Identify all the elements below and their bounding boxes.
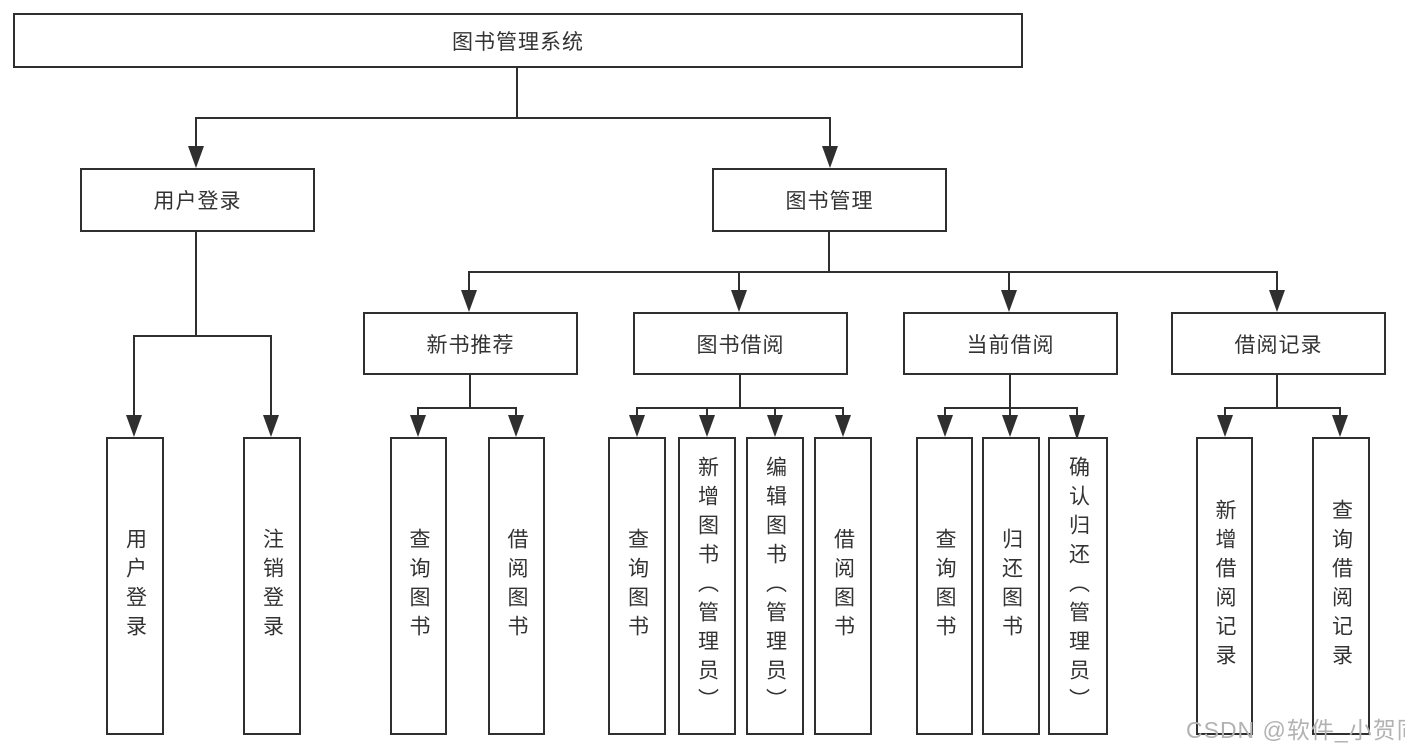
csdn-watermark: CSDN @软件_小贺同学 [1186,717,1405,743]
leaf-user-login: 用户登录 [106,437,164,735]
leaf-return-book: 归还图书 [982,437,1040,735]
leaf-query-books-borrow: 查询图书 [608,437,666,735]
leaf-query-borrow-record: 查询借阅记录 [1312,437,1370,735]
leaf-add-borrow-record: 新增借阅记录 [1196,437,1253,735]
node-borrow-records: 借阅记录 [1171,312,1386,375]
node-root: 图书管理系统 [13,13,1023,68]
leaf-query-books-current: 查询图书 [916,437,973,735]
node-book-borrow: 图书借阅 [633,312,848,375]
node-new-book-recommend: 新书推荐 [363,312,578,375]
node-book-management: 图书管理 [712,168,947,232]
leaf-add-book-admin: 新增图书（管理员） [678,437,736,735]
leaf-confirm-return-admin: 确认归还（管理员） [1048,437,1108,735]
node-current-borrow: 当前借阅 [903,312,1118,375]
leaf-borrow-books: 借阅图书 [814,437,872,735]
node-user-login: 用户登录 [80,168,315,232]
leaf-edit-book-admin: 编辑图书（管理员） [746,437,804,735]
leaf-query-books-recommend: 查询图书 [390,437,447,735]
leaf-logout: 注销登录 [243,437,301,735]
leaf-borrow-books-recommend: 借阅图书 [488,437,545,735]
